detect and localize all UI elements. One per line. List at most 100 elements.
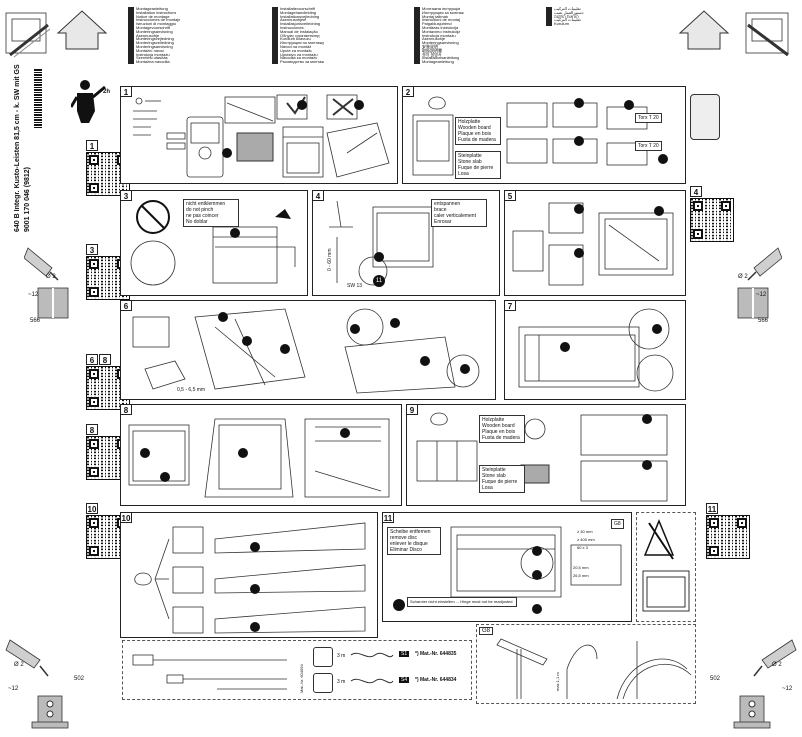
language-entry: Instrukcja montażu <box>414 33 456 38</box>
right-depth-label: ~12 <box>756 292 767 298</box>
g8-dim: max 1,1 m <box>555 672 560 691</box>
step-1-panel: 1 2h <box>69 80 398 184</box>
language-label: Instrucciones <box>280 25 304 30</box>
step-11-number: 11 <box>382 512 394 523</box>
language-entry: Montagehandleiding <box>272 10 316 15</box>
language-entry: Szerelési utasítás <box>128 55 168 60</box>
language-label: Manual de instalação <box>280 28 318 34</box>
right-dist-label: 566 <box>758 318 769 324</box>
flag-icon <box>546 14 552 19</box>
flag-icon <box>414 37 420 42</box>
flag-icon <box>128 37 134 42</box>
language-entry: Notice de montage <box>128 14 170 19</box>
language-label: Notice de montage <box>136 13 170 19</box>
corner-left-dia: Ø 2 <box>14 662 24 668</box>
language-entry: Instrucțiuni de montaj <box>414 17 460 22</box>
language-entry: Asennusohje <box>414 36 445 41</box>
flag-icon <box>272 37 278 42</box>
language-entry: تعليمات التركيب <box>546 6 581 11</box>
step-5-drawing <box>512 202 674 286</box>
socket-icon-2 <box>313 673 333 693</box>
step-11-dim-2: 60 x 3 <box>577 545 588 550</box>
language-label: Uputstvo za montažu <box>280 51 318 57</box>
socket-icon-1 <box>313 647 333 667</box>
step-3-number: 3 <box>120 190 132 201</box>
step-1-drawing <box>133 94 390 178</box>
language-label: Monteringsveiledning <box>136 40 174 46</box>
language-entry: Instrukcja montażu <box>128 52 170 57</box>
left-depth-label: ~12 <box>28 292 39 298</box>
step-8-panel: 8 <box>120 404 402 506</box>
side-title: 640 B Integr. Kusto-Leisten 81,5 cm - k.… <box>14 64 21 232</box>
qr-label-10: 10 <box>86 503 98 514</box>
corner-drill-right <box>708 636 798 732</box>
language-label: Montážní návod <box>136 47 165 53</box>
qr-code-4[interactable] <box>690 198 734 242</box>
language-label: Montaj talimatı <box>422 13 449 19</box>
language-label: Инструкция по монтажу <box>280 40 325 46</box>
step-10-number: 10 <box>120 512 132 523</box>
flag-icon <box>414 6 420 11</box>
flag-icon <box>128 25 134 30</box>
qr-code-11[interactable] <box>706 515 750 559</box>
language-entry: Návod na montáž <box>272 44 311 49</box>
qr-label-4: 4 <box>690 186 702 197</box>
flag-icon <box>128 60 134 65</box>
language-entry: Monteringsvejledning <box>128 36 174 41</box>
language-label: Instrukcja montażu <box>422 32 456 38</box>
language-label: Szerelési utasítás <box>136 55 168 61</box>
language-label: Οδηγίες εγκατάστασης <box>280 32 321 38</box>
language-entry: Installatievoorschrift <box>272 6 315 11</box>
step-2-number: 2 <box>402 86 414 97</box>
step-8-drawing <box>128 418 390 498</box>
language-entry: Monteringsveiledning <box>128 40 174 45</box>
tag-s4: S4 <box>399 677 410 683</box>
language-entry: Monteringsanvisning <box>128 44 173 49</box>
step-2-torx-2: Torx T 20 <box>635 141 662 151</box>
language-label: Monteringsanvisning <box>136 44 173 49</box>
language-entry: Montāžas instrukcija <box>414 25 458 30</box>
tag-s1: S1 <box>399 651 410 657</box>
hose-drawing <box>132 654 287 690</box>
language-label: Instrucciones de montaje <box>136 17 181 23</box>
drill-illustration-left <box>23 238 84 328</box>
language-entry: Ръководство за монтаж <box>272 59 324 64</box>
flag-icon <box>272 14 278 19</box>
step-10-panel: 10 <box>120 512 378 638</box>
barcode <box>34 68 42 128</box>
language-label: Installationsanleitung <box>422 55 460 61</box>
corner-right-dist: 502 <box>710 676 721 682</box>
flag-icon <box>414 14 420 19</box>
flag-icon <box>414 60 420 65</box>
dim-b: 3 m <box>337 679 346 685</box>
qr-label-11: 11 <box>706 503 718 514</box>
language-label: Navodila za montažo <box>280 55 318 61</box>
step-11-dim-4: 26,5 mm <box>573 573 589 578</box>
side-code: 9001 170 046 (9812) <box>24 167 31 232</box>
language-label: Montagehandleiding <box>280 9 317 15</box>
language-entry: Navodila za montažo <box>272 55 317 60</box>
language-label: Montagevoorschrift <box>136 25 171 30</box>
language-label: تعليمات التركيب <box>554 17 581 23</box>
language-label: 설치 설명서 <box>422 51 442 57</box>
flag-icon <box>272 48 278 53</box>
header-right-graphic <box>676 5 798 63</box>
language-label: 安装说明 <box>422 44 438 49</box>
flag-icon <box>272 25 278 30</box>
step-1-number: 1 <box>120 86 132 97</box>
step-2-torx-1: Torx T 20 <box>635 113 662 123</box>
flag-icon <box>414 48 420 53</box>
flag-icon <box>128 29 134 34</box>
worker-icon <box>69 77 111 125</box>
flag-icon <box>546 22 552 27</box>
flag-icon <box>128 22 134 27</box>
g8-label: G8 <box>479 627 494 635</box>
flag-icon <box>272 6 278 11</box>
language-label: Montāžas instrukcija <box>422 25 459 30</box>
